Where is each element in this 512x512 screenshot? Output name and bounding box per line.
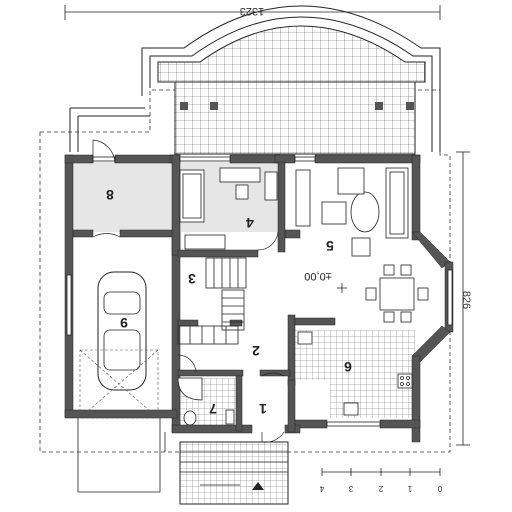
room-label-1: 1: [259, 401, 267, 417]
room-label-3: 3: [188, 271, 196, 287]
room-label-8: 8: [106, 187, 114, 203]
scale-tick-4: 4: [319, 484, 324, 493]
kitchen-units: [297, 331, 413, 416]
room-label-2: 2: [252, 343, 260, 359]
width-dimension-label: 1323: [240, 5, 264, 17]
terrace: [69, 5, 441, 155]
door-swings: [92, 139, 285, 443]
floor-level-label: ±0,00: [304, 270, 331, 282]
room-label-5: 5: [326, 238, 334, 254]
staircase: [177, 257, 247, 345]
roof-outline: [39, 89, 451, 453]
car: [79, 271, 159, 419]
scale-tick-0: 0: [437, 484, 442, 493]
level-cross: [337, 283, 347, 293]
depth-dimension-label: 826: [460, 291, 472, 309]
room-label-7: 7: [209, 401, 217, 417]
room-label-4: 4: [246, 215, 254, 231]
entrance-steps: [179, 441, 289, 505]
driveway: [77, 418, 166, 493]
scale-tick-2: 2: [378, 484, 383, 493]
right-dimension: [456, 151, 470, 446]
room-label-9: 9: [120, 315, 128, 331]
scale-bar: [321, 468, 441, 476]
scale-tick-1: 1: [407, 484, 412, 493]
room-label-6: 6: [344, 359, 352, 375]
top-dimension: [64, 5, 441, 20]
windows: [66, 156, 453, 427]
interior-walls: [72, 154, 336, 433]
study-furniture: [179, 167, 278, 250]
scale-tick-3: 3: [348, 484, 353, 493]
bathroom-fixtures: [177, 377, 235, 426]
living-furniture: [295, 167, 429, 323]
